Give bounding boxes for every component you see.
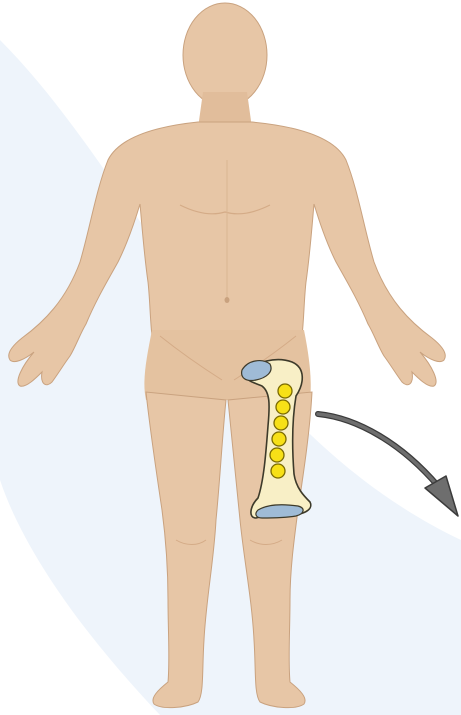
implant-sphere xyxy=(276,400,290,414)
implant-sphere xyxy=(278,384,292,398)
head xyxy=(183,3,267,107)
implant-sphere xyxy=(272,432,286,446)
implant-sphere xyxy=(271,464,285,478)
implant-sphere xyxy=(274,416,288,430)
implant-sphere xyxy=(270,448,284,462)
navel xyxy=(225,297,230,303)
